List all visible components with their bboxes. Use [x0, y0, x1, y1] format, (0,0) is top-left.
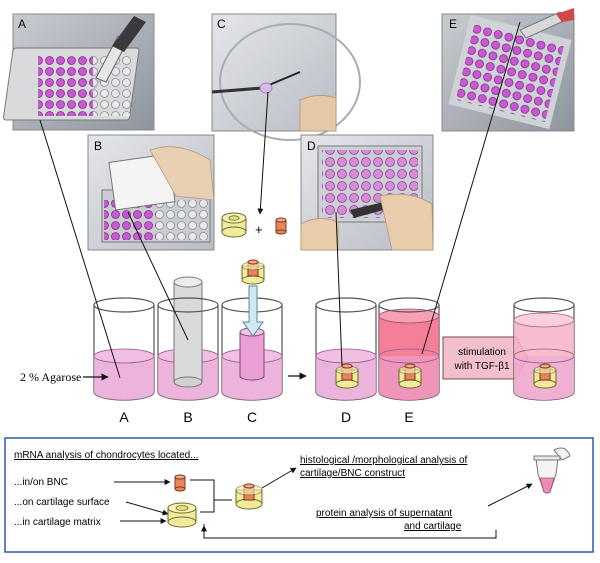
legend-item-bnc: ...in/on BNC	[14, 477, 68, 488]
histology-line2: cartilage/BNC construct	[300, 468, 405, 479]
bracket-bnc	[190, 479, 232, 501]
plus-sign: +	[255, 222, 263, 237]
photo-b-letter: B	[94, 139, 102, 153]
photo-e-letter: E	[449, 17, 457, 31]
stage-label-d: D	[341, 409, 351, 425]
agarose-label: 2 % Agarose	[20, 370, 81, 384]
stage-label-e: E	[404, 409, 413, 425]
beaker-d	[315, 297, 377, 401]
arrow-photo-c	[257, 91, 269, 215]
photo-a-letter: A	[18, 17, 26, 31]
photo-b: B	[87, 134, 215, 251]
line-photo-b	[127, 211, 189, 341]
construct-icon-c	[241, 259, 265, 285]
punch-tool	[173, 276, 203, 388]
arrow-to-histology	[261, 467, 297, 489]
bracket-cartilage	[200, 500, 215, 513]
legend-construct-icon	[235, 483, 263, 510]
beaker-b	[157, 276, 219, 401]
cartilage-plus-bnc: +	[221, 212, 287, 238]
bnc-cylinder-icon	[275, 217, 287, 235]
legend-bnc-icon	[174, 474, 186, 492]
photo-e: E	[441, 8, 575, 132]
line-photo-e	[421, 21, 521, 355]
histology-line1: histological /morphological analysis of	[300, 455, 468, 466]
beaker-c	[221, 259, 283, 401]
cartilage-disc-icon	[221, 212, 247, 238]
protein-line1: protein analysis of supernatant	[316, 508, 452, 519]
stage-label-c: C	[247, 409, 257, 425]
photo-c-letter: C	[217, 17, 226, 31]
line-photo-a	[39, 119, 121, 379]
photo-d-letter: D	[307, 139, 316, 153]
beaker-a	[93, 297, 155, 401]
arrow-to-tube	[487, 483, 533, 507]
line-photo-d	[335, 211, 343, 367]
analysis-legend: mRNA analysis of chondrocytes located...…	[4, 437, 594, 553]
tube-icon	[533, 447, 571, 494]
legend-item-surface: ...on cartilage surface	[14, 497, 110, 508]
stimulation-label-line2: with TGF-β1	[453, 361, 509, 372]
legend-item-matrix: ...in cartilage matrix	[14, 517, 101, 528]
arrow-item-surface	[125, 501, 169, 516]
beaker-e	[378, 297, 440, 401]
photo-a: A	[3, 13, 155, 131]
photo-d: D	[300, 134, 434, 251]
insert-arrow	[242, 285, 264, 337]
legend-title: mRNA analysis of chondrocytes located...	[14, 450, 199, 461]
stimulation-label-line1: stimulation	[458, 347, 506, 358]
stage-label-a: A	[119, 409, 129, 425]
legend-cartilage-icon	[167, 502, 197, 528]
protein-line2: and cartilage	[404, 521, 462, 532]
photo-c: C	[211, 13, 361, 141]
stage-label-b: B	[183, 409, 192, 425]
beaker-final	[513, 297, 575, 401]
